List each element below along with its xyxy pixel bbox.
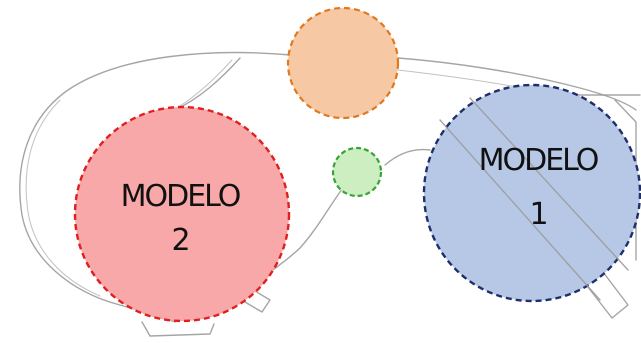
green-zone-bubble bbox=[331, 146, 383, 198]
sketch-outer-arc bbox=[19, 51, 292, 323]
modelo-2-bubble: MODELO 2 bbox=[73, 105, 291, 323]
sketch-top-right-line bbox=[397, 57, 637, 111]
sketch-right-bottom-block bbox=[583, 267, 629, 319]
modelo-2-label-line1: MODELO bbox=[121, 179, 240, 214]
modelo-1-sketch-diagonal-1 bbox=[439, 119, 601, 301]
modelo-2-circle bbox=[73, 105, 291, 323]
green-zone-circle bbox=[331, 146, 383, 198]
orange-zone-bubble bbox=[286, 6, 400, 120]
modelo-1-circle bbox=[422, 83, 641, 303]
sketch-bottom-block bbox=[244, 287, 271, 313]
sketch-connector-right bbox=[384, 148, 431, 166]
modelo-2-label-line2: 2 bbox=[171, 223, 188, 258]
sketch-outer-arc-2 bbox=[25, 99, 101, 297]
orange-zone-circle bbox=[286, 6, 400, 120]
modelo-1-sketch-diagonal-2 bbox=[469, 97, 629, 271]
modelo-1-label-line2: 1 bbox=[529, 197, 546, 232]
sketch-bottom-step bbox=[141, 321, 215, 337]
modelo-1-bubble: MODELO 1 bbox=[422, 83, 641, 303]
modelo-1-label-line1: MODELO bbox=[479, 143, 598, 178]
